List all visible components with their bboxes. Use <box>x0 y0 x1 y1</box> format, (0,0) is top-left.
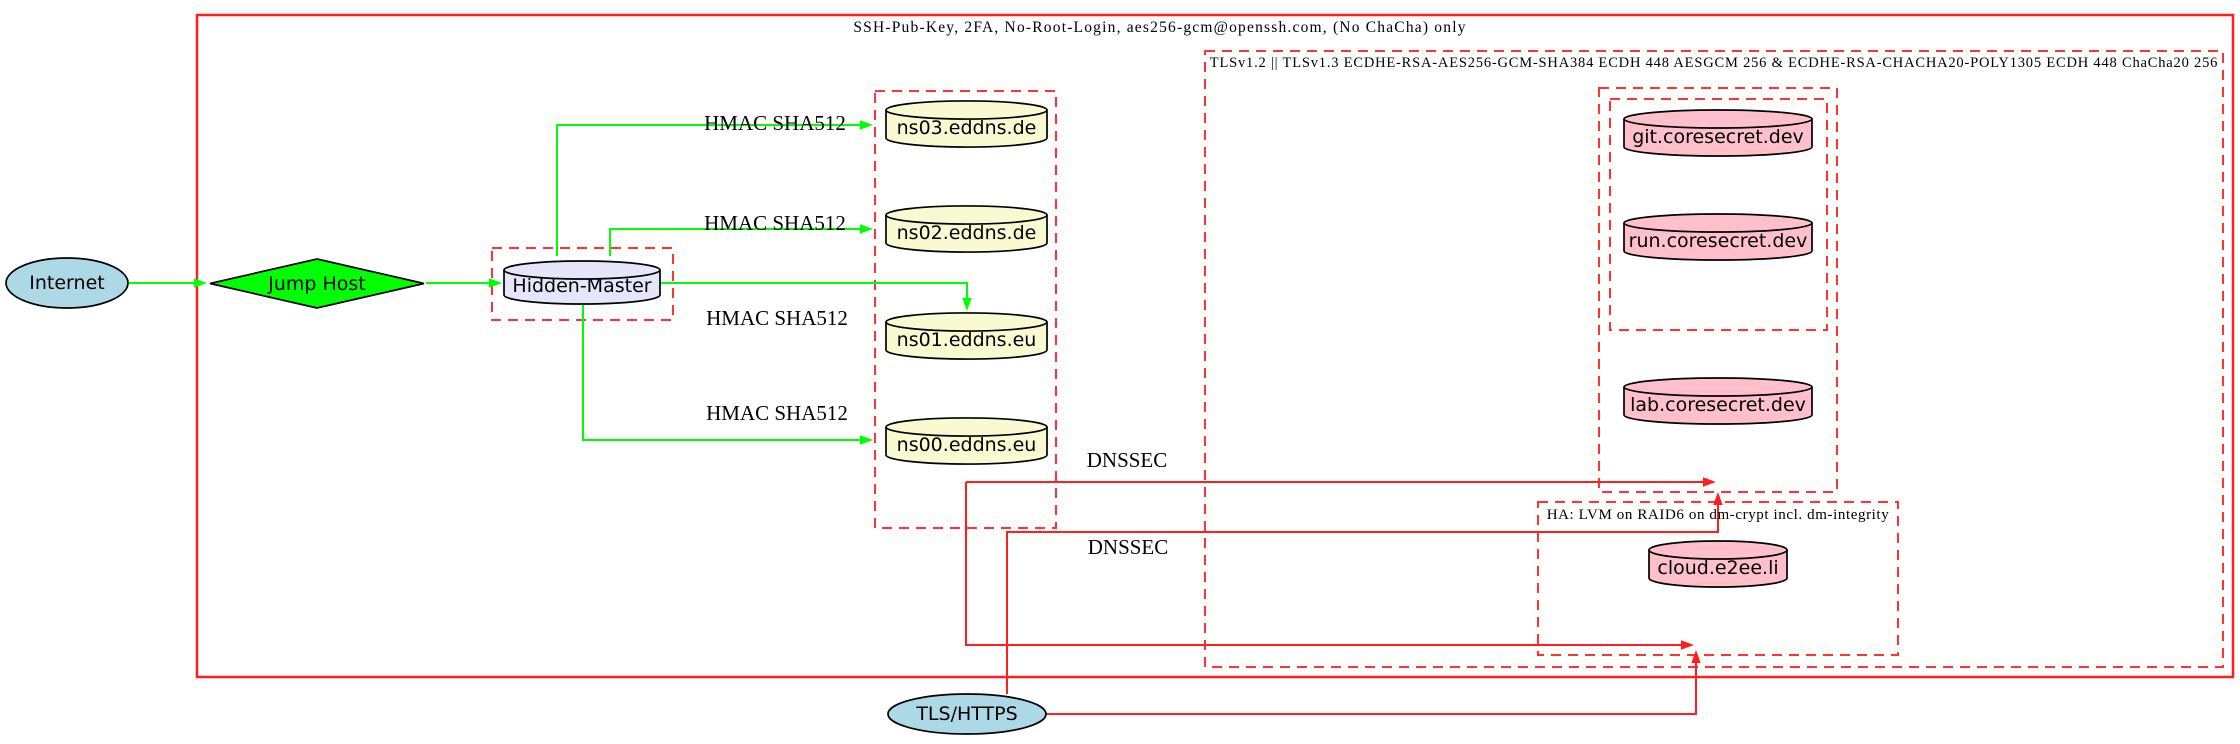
node-ns02-label: ns02.eddns.de <box>896 221 1037 244</box>
arrowhead-icon <box>962 298 972 311</box>
node-jump-host-label: Jump Host <box>268 272 366 295</box>
edge-dnssec-web <box>966 477 1716 487</box>
arrowhead-icon <box>860 224 873 234</box>
node-lab: lab.coresecret.dev <box>1623 377 1813 425</box>
edge-label-dnssec-ha: DNSSEC <box>1087 535 1169 559</box>
edge-label-hmac-ns02: HMAC SHA512 <box>704 211 846 235</box>
edge-label-hmac-ns01: HMAC SHA512 <box>706 306 848 330</box>
edge-internet-jumphost <box>129 278 207 288</box>
cluster-label-ssh: SSH-Pub-Key, 2FA, No-Root-Login, aes256-… <box>853 19 1467 36</box>
node-tls-https: TLS/HTTPS <box>887 693 1047 735</box>
edge-tls-cloud <box>1045 650 1701 715</box>
node-internet-label: Internet <box>29 272 105 294</box>
node-ns01-label: ns01.eddns.eu <box>896 328 1037 351</box>
node-ns00: ns00.eddns.eu <box>885 417 1048 465</box>
node-hidden-master-label: Hidden-Master <box>512 275 652 297</box>
node-ns03-label: ns03.eddns.de <box>896 116 1037 139</box>
node-git-label: git.coresecret.dev <box>1632 125 1804 148</box>
arrowhead-icon <box>1691 650 1701 663</box>
node-lab-label: lab.coresecret.dev <box>1630 393 1806 416</box>
edge-jumphost-hiddenmaster <box>426 278 502 288</box>
node-hidden-master: Hidden-Master <box>503 260 661 305</box>
node-internet: Internet <box>5 257 129 309</box>
node-ns01: ns01.eddns.eu <box>885 312 1048 360</box>
node-tls-https-label: TLS/HTTPS <box>916 703 1018 725</box>
node-jump-host: Jump Host <box>208 258 426 309</box>
edge-label-hmac-ns00: HMAC SHA512 <box>706 401 848 425</box>
cluster-ssh-boundary <box>195 13 2235 679</box>
arrowhead-icon <box>1703 477 1716 487</box>
cluster-label-ha: HA: LVM on RAID6 on dm-crypt incl. dm-in… <box>1546 507 1890 523</box>
arrowhead-icon <box>1681 640 1694 650</box>
arrowhead-icon <box>194 278 207 288</box>
node-run-label: run.coresecret.dev <box>1628 229 1808 252</box>
arrowhead-icon <box>1713 492 1723 505</box>
arrowhead-icon <box>489 278 502 288</box>
node-cloud-label: cloud.e2ee.li <box>1657 556 1779 579</box>
node-ns00-label: ns00.eddns.eu <box>896 433 1037 456</box>
edge-label-hmac-ns03: HMAC SHA512 <box>704 111 846 135</box>
node-cloud: cloud.e2ee.li <box>1648 540 1788 588</box>
node-ns02: ns02.eddns.de <box>885 205 1048 253</box>
arrowhead-icon <box>860 120 873 130</box>
node-ns03: ns03.eddns.de <box>885 100 1048 148</box>
arrowhead-icon <box>860 435 873 445</box>
node-run: run.coresecret.dev <box>1623 213 1813 261</box>
edge-label-dnssec-web: DNSSEC <box>1086 448 1168 472</box>
node-git: git.coresecret.dev <box>1623 109 1813 157</box>
cluster-label-tls: TLSv1.2 || TLSv1.3 ECDHE-RSA-AES256-GCM-… <box>1209 55 2219 71</box>
